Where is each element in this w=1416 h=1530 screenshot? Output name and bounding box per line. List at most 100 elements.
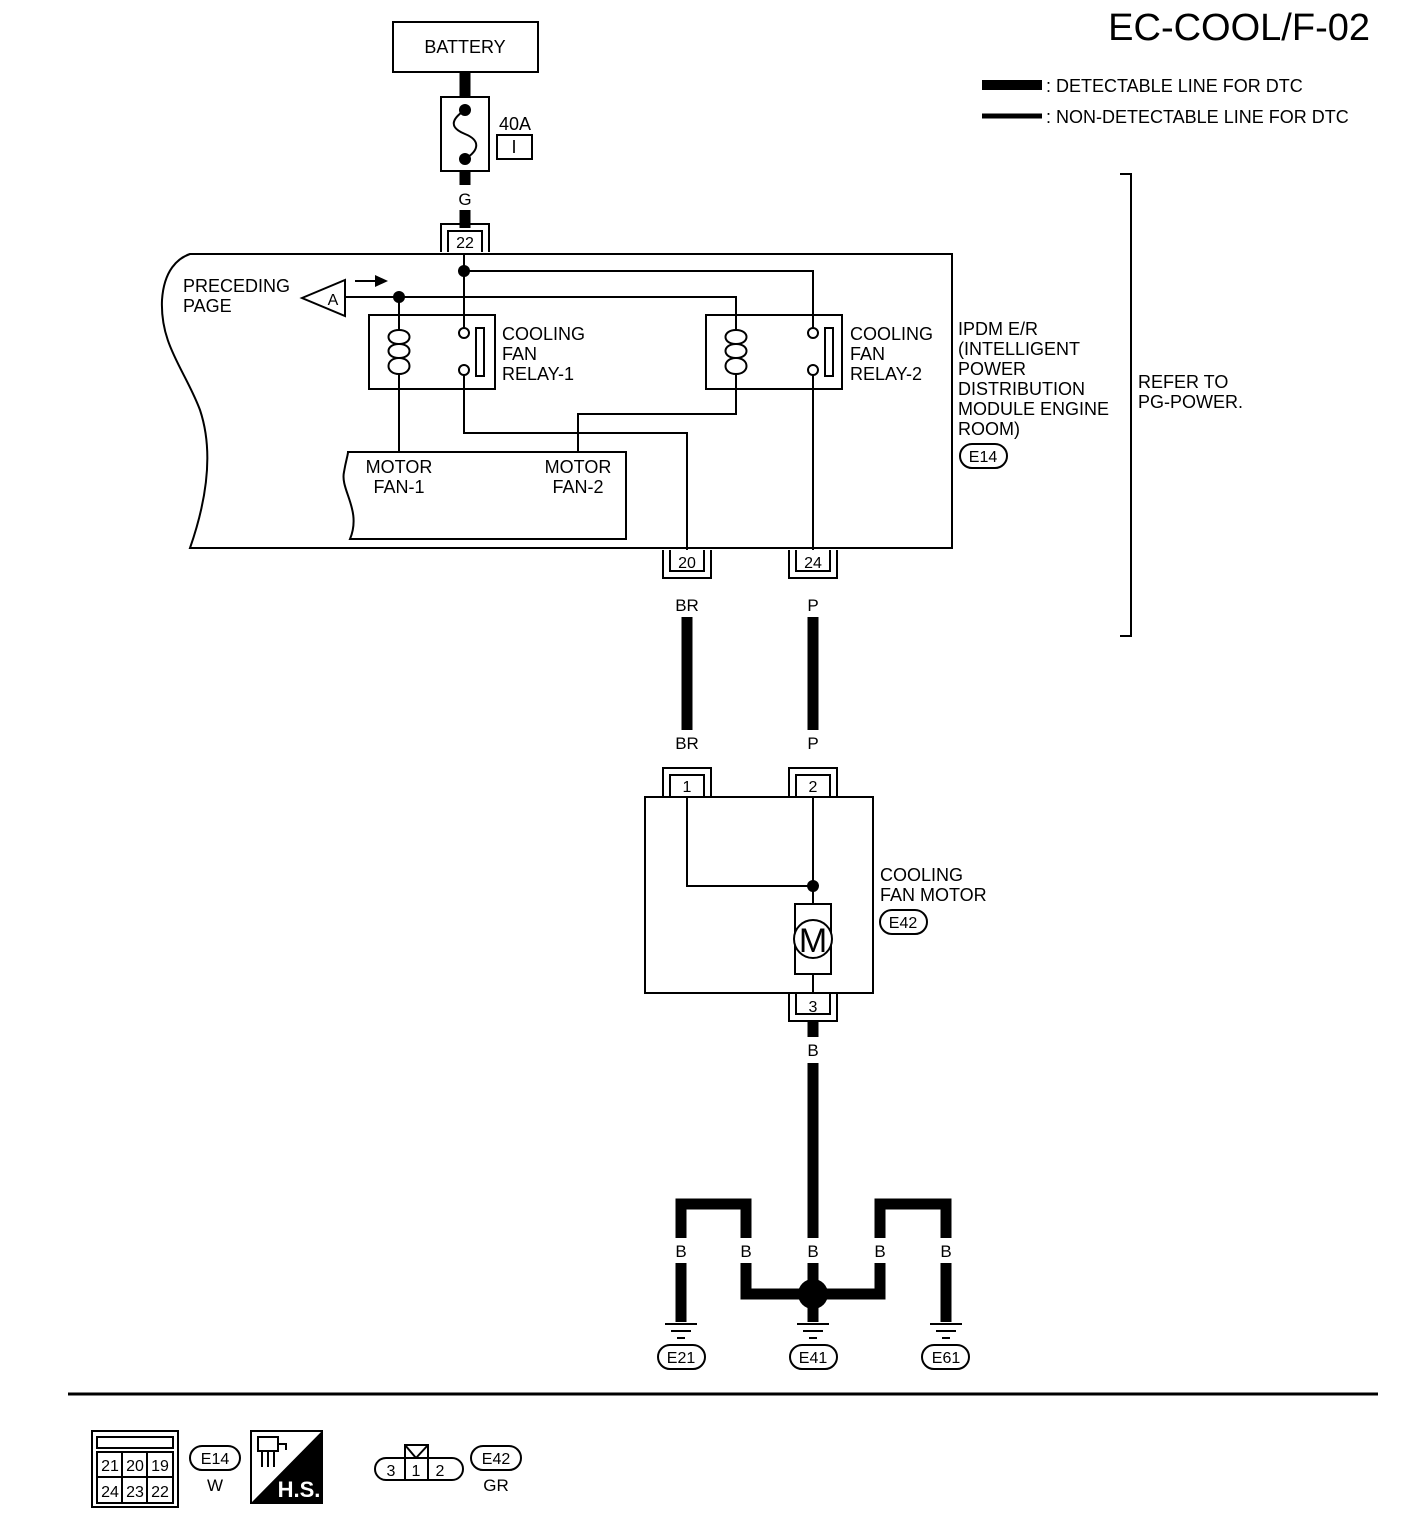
- e14-connector-face: [91, 1430, 179, 1508]
- pin-20-connector: [662, 550, 712, 579]
- motor-fan2-label-1: MOTOR: [545, 457, 612, 477]
- motor-fan1-label-2: FAN-1: [373, 477, 424, 497]
- wire-22-relay2: [464, 270, 814, 330]
- e14-cell-22: 22: [151, 1484, 169, 1501]
- preceding-label-1: PRECEDING: [183, 276, 290, 296]
- fuse-icon: [440, 96, 490, 172]
- motor-label-2: FAN MOTOR: [880, 885, 987, 905]
- wire-color-br-bottom: BR: [675, 734, 699, 753]
- pin-22-label: 22: [456, 235, 474, 252]
- motor-fan2-label-2: FAN-2: [552, 477, 603, 497]
- relay2-contact-bottom: [807, 364, 819, 376]
- junction-dot: [807, 880, 819, 892]
- ipdm-label-2: (INTELLIGENT: [958, 339, 1080, 359]
- e14-cell-20: 20: [126, 1458, 144, 1475]
- wire-b-loop-right: [874, 1198, 952, 1238]
- wire-color-b-3: B: [807, 1242, 818, 1261]
- ground-badge-e21: [657, 1344, 706, 1370]
- wire-coil2-top: [399, 296, 737, 315]
- wire-b-loop-left: [675, 1198, 752, 1238]
- arrow-icon: [375, 275, 388, 287]
- battery-label: BATTERY: [424, 37, 505, 57]
- e14-view-id: E14: [201, 1451, 230, 1468]
- e42-connector-face: [374, 1444, 464, 1481]
- e14-cell-21: 21: [101, 1458, 119, 1475]
- ground-icon: [797, 1323, 829, 1339]
- relay1-label-1: COOLING: [502, 324, 585, 344]
- preceding-marker-letter: A: [328, 292, 339, 309]
- motor-fan1-label-1: MOTOR: [366, 457, 433, 477]
- ground-label-e21: E21: [667, 1350, 696, 1367]
- bracket: [1120, 173, 1132, 637]
- cooling-fan-motor-box: [644, 796, 874, 994]
- ground-icon: [665, 1323, 697, 1339]
- motor-label-1: COOLING: [880, 865, 963, 885]
- pin-m1-connector: [662, 767, 712, 797]
- ground-label-e61: E61: [932, 1350, 961, 1367]
- motor-connector-label: E42: [889, 915, 918, 932]
- wire-color-b-2: B: [740, 1242, 751, 1261]
- ipdm-box: [160, 253, 953, 549]
- wire-color-p-top: P: [807, 596, 818, 615]
- pin-24-label: 24: [804, 555, 822, 572]
- e42-view-id: E42: [482, 1451, 511, 1468]
- relay2-armature: [824, 327, 834, 377]
- relay1-contact-top: [458, 327, 470, 339]
- legend-detectable-label: : DETECTABLE LINE FOR DTC: [1046, 76, 1303, 96]
- ipdm-label-6: ROOM): [958, 419, 1020, 439]
- relay1-label-3: RELAY-1: [502, 364, 574, 384]
- connector-badge-e42: [879, 909, 928, 935]
- e42-view-color: GR: [483, 1476, 509, 1495]
- refer-label-1: REFER TO: [1138, 372, 1228, 392]
- e14-cell-24: 24: [101, 1484, 119, 1501]
- wire-color-g: G: [458, 190, 471, 209]
- pin-24-connector: [788, 550, 838, 579]
- relay2-label-2: FAN: [850, 344, 885, 364]
- e42-pin-3: 3: [387, 1463, 396, 1480]
- relay-coil-icon: [387, 315, 411, 389]
- relay2-box: [705, 314, 843, 390]
- e14-cell-23: 23: [126, 1484, 144, 1501]
- wire-color-b-1: B: [675, 1242, 686, 1261]
- legend-non-detectable-label: : NON-DETECTABLE LINE FOR DTC: [1046, 107, 1349, 127]
- relay1-armature: [475, 327, 485, 377]
- pin-20-label: 20: [678, 555, 696, 572]
- fuse-id: I: [511, 137, 516, 157]
- wire-color-p-bottom: P: [807, 734, 818, 753]
- wire-color-b-5: B: [940, 1242, 951, 1261]
- pin-m3-label: 3: [809, 999, 818, 1016]
- ipdm-label-4: DISTRIBUTION: [958, 379, 1085, 399]
- refer-label-2: PG-POWER.: [1138, 392, 1243, 412]
- wire-coil2-motor2: [577, 389, 737, 452]
- wire-color-br-top: BR: [675, 596, 699, 615]
- preceding-label-2: PAGE: [183, 296, 232, 316]
- relay2-label-3: RELAY-2: [850, 364, 922, 384]
- ground-badge-e61: [921, 1344, 970, 1370]
- ipdm-label-5: MODULE ENGINE: [958, 399, 1109, 419]
- ipdm-label-3: POWER: [958, 359, 1026, 379]
- relay-coil-icon: [724, 315, 748, 389]
- legend: : DETECTABLE LINE FOR DTC : NON-DETECTAB…: [982, 76, 1349, 127]
- relay2-contact-top: [807, 327, 819, 339]
- ground-icon: [930, 1323, 962, 1339]
- pin-22-connector: [440, 223, 490, 252]
- relay1-label-2: FAN: [502, 344, 537, 364]
- e42-pin-1: 1: [412, 1463, 421, 1480]
- motor-fan-box: [342, 451, 627, 540]
- ipdm-label-1: IPDM E/R: [958, 319, 1038, 339]
- motor-symbol: M: [799, 922, 827, 960]
- splice-dot: [798, 1279, 828, 1309]
- harness-side-icon: [250, 1430, 323, 1504]
- fuse-rating: 40A: [499, 114, 531, 134]
- fuse-id-box: [496, 134, 533, 160]
- pin-m2-connector: [788, 767, 838, 797]
- relay2-label-1: COOLING: [850, 324, 933, 344]
- pin-m2-label: 2: [809, 779, 818, 796]
- wire-color-b-top: B: [807, 1041, 818, 1060]
- relay1-contact-bottom: [458, 364, 470, 376]
- e14-cell-19: 19: [151, 1458, 169, 1475]
- relay1-box: [368, 314, 496, 390]
- wire-relay1-pin20: [463, 375, 688, 550]
- pin-m1-label: 1: [683, 779, 692, 796]
